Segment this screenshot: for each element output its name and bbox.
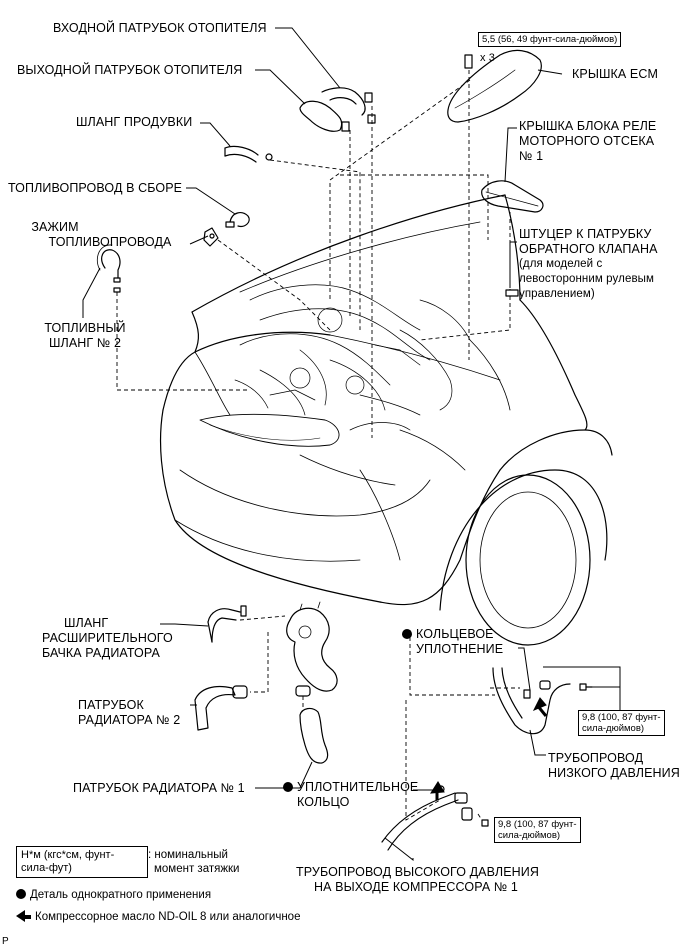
label-fuel-pipe-clamp: ЗАЖИМ ТОПЛИВОПРОВОДА [31, 220, 172, 249]
low-pressure-pipe [492, 667, 571, 735]
lp-oring [523, 689, 531, 699]
purge-clamp [265, 153, 273, 161]
label-heater-outlet: ВЫХОДНОЙ ПАТРУБОК ОТОПИТЕЛЯ [17, 63, 243, 77]
heater-outlet-hose [299, 100, 343, 132]
thermostat-housing [286, 607, 338, 692]
torque-high-pressure: 9,8 (100, 87 фунт- сила-дюймов) [494, 817, 581, 843]
car-front-outline [159, 409, 381, 603]
footer-code: P [2, 936, 9, 947]
fuel-hose-2 [101, 249, 121, 279]
hose-clamp-1 [295, 685, 311, 697]
non-reusable-icon [16, 889, 26, 899]
label-relay-cover: КРЫШКА БЛОКА РЕЛЕ МОТОРНОГО ОТСЕКА № 1 [519, 119, 657, 163]
legend-unit-box: Н*м (кгс*см, фунт- сила-фут) [16, 846, 148, 878]
radiator-hose-1 [299, 707, 329, 764]
torque-low-pressure: 9,8 (100, 87 фунт- сила-дюймов) [578, 710, 665, 736]
label-ecm-cover: КРЫШКА ECM [572, 67, 659, 81]
fuel-pipe-clamp [203, 227, 219, 247]
relay-cover [481, 180, 544, 213]
hood-edge [191, 194, 506, 313]
label-heater-inlet: ВХОДНОЙ ПАТРУБОК ОТОПИТЕЛЯ [53, 21, 267, 35]
heater-clamp-1 [364, 92, 373, 103]
label-check-valve-union: ШТУЦЕР К ПАТРУБКУ ОБРАТНОГО КЛАПАНА (для… [519, 227, 658, 300]
label-purge-hose: ШЛАНГ ПРОДУВКИ [76, 115, 193, 129]
label-oring-bottom: УПЛОТНИТЕЛЬНОЕ КОЛЬЦО [283, 780, 418, 810]
hose-clamp-2 [232, 685, 248, 699]
engine-block [234, 284, 471, 431]
lp-bolt [579, 683, 587, 691]
label-fuel-pipe-assy: ТОПЛИВОПРОВОД В СБОРЕ [8, 181, 183, 195]
ecm-cover [447, 49, 542, 123]
radiator-hose-2 [194, 685, 236, 731]
ecm-bolt [464, 54, 473, 69]
front-wheel [465, 474, 591, 646]
label-oring-top: КОЛЬЦЕВОЕ УПЛОТНЕНИЕ [402, 627, 503, 657]
reservoir-hose [207, 608, 241, 623]
label-high-pressure-pipe: ТРУБОПРОВОД ВЫСОКОГО ДАВЛЕНИЯ НА ВЫХОДЕ … [296, 865, 539, 894]
torque-ecm: 5,5 (56, 49 фунт-сила-дюймов) [478, 32, 622, 47]
check-valve-union [505, 289, 519, 297]
legend-unit-desc: : номинальный момент затяжки [148, 849, 240, 875]
wheel-arch [439, 469, 608, 611]
ecm-bolt-qty: x 3 [480, 52, 495, 64]
label-radiator-hose-1: ПАТРУБОК РАДИАТОРА № 1 [73, 781, 245, 795]
non-reusable-dot [283, 782, 293, 792]
label-radiator-hose-2: ПАТРУБОК РАДИАТОРА № 2 [78, 698, 181, 727]
legend-non-reusable: Деталь однократного применения [16, 888, 211, 902]
heater-inlet-hose [321, 87, 366, 116]
label-low-pressure-pipe: ТРУБОПРОВОД НИЗКОГО ДАВЛЕНИЯ [548, 751, 680, 780]
hp-bolt [481, 819, 489, 827]
oil-arrow-icon [16, 910, 25, 922]
label-reservoir-hose: ШЛАНГ РАСШИРИТЕЛЬНОГО БАЧКА РАДИАТОРА [42, 616, 173, 660]
legend-oil: Компрессорное масло ND-OIL 8 или аналоги… [16, 910, 300, 924]
label-fuel-hose-2: ТОПЛИВНЫЙ ШЛАНГ № 2 [44, 321, 126, 350]
fuel-pipe [229, 212, 250, 227]
heater-clamp-2 [341, 121, 350, 132]
purge-hose [224, 145, 259, 156]
headlight [199, 413, 340, 447]
non-reusable-dot [402, 629, 412, 639]
